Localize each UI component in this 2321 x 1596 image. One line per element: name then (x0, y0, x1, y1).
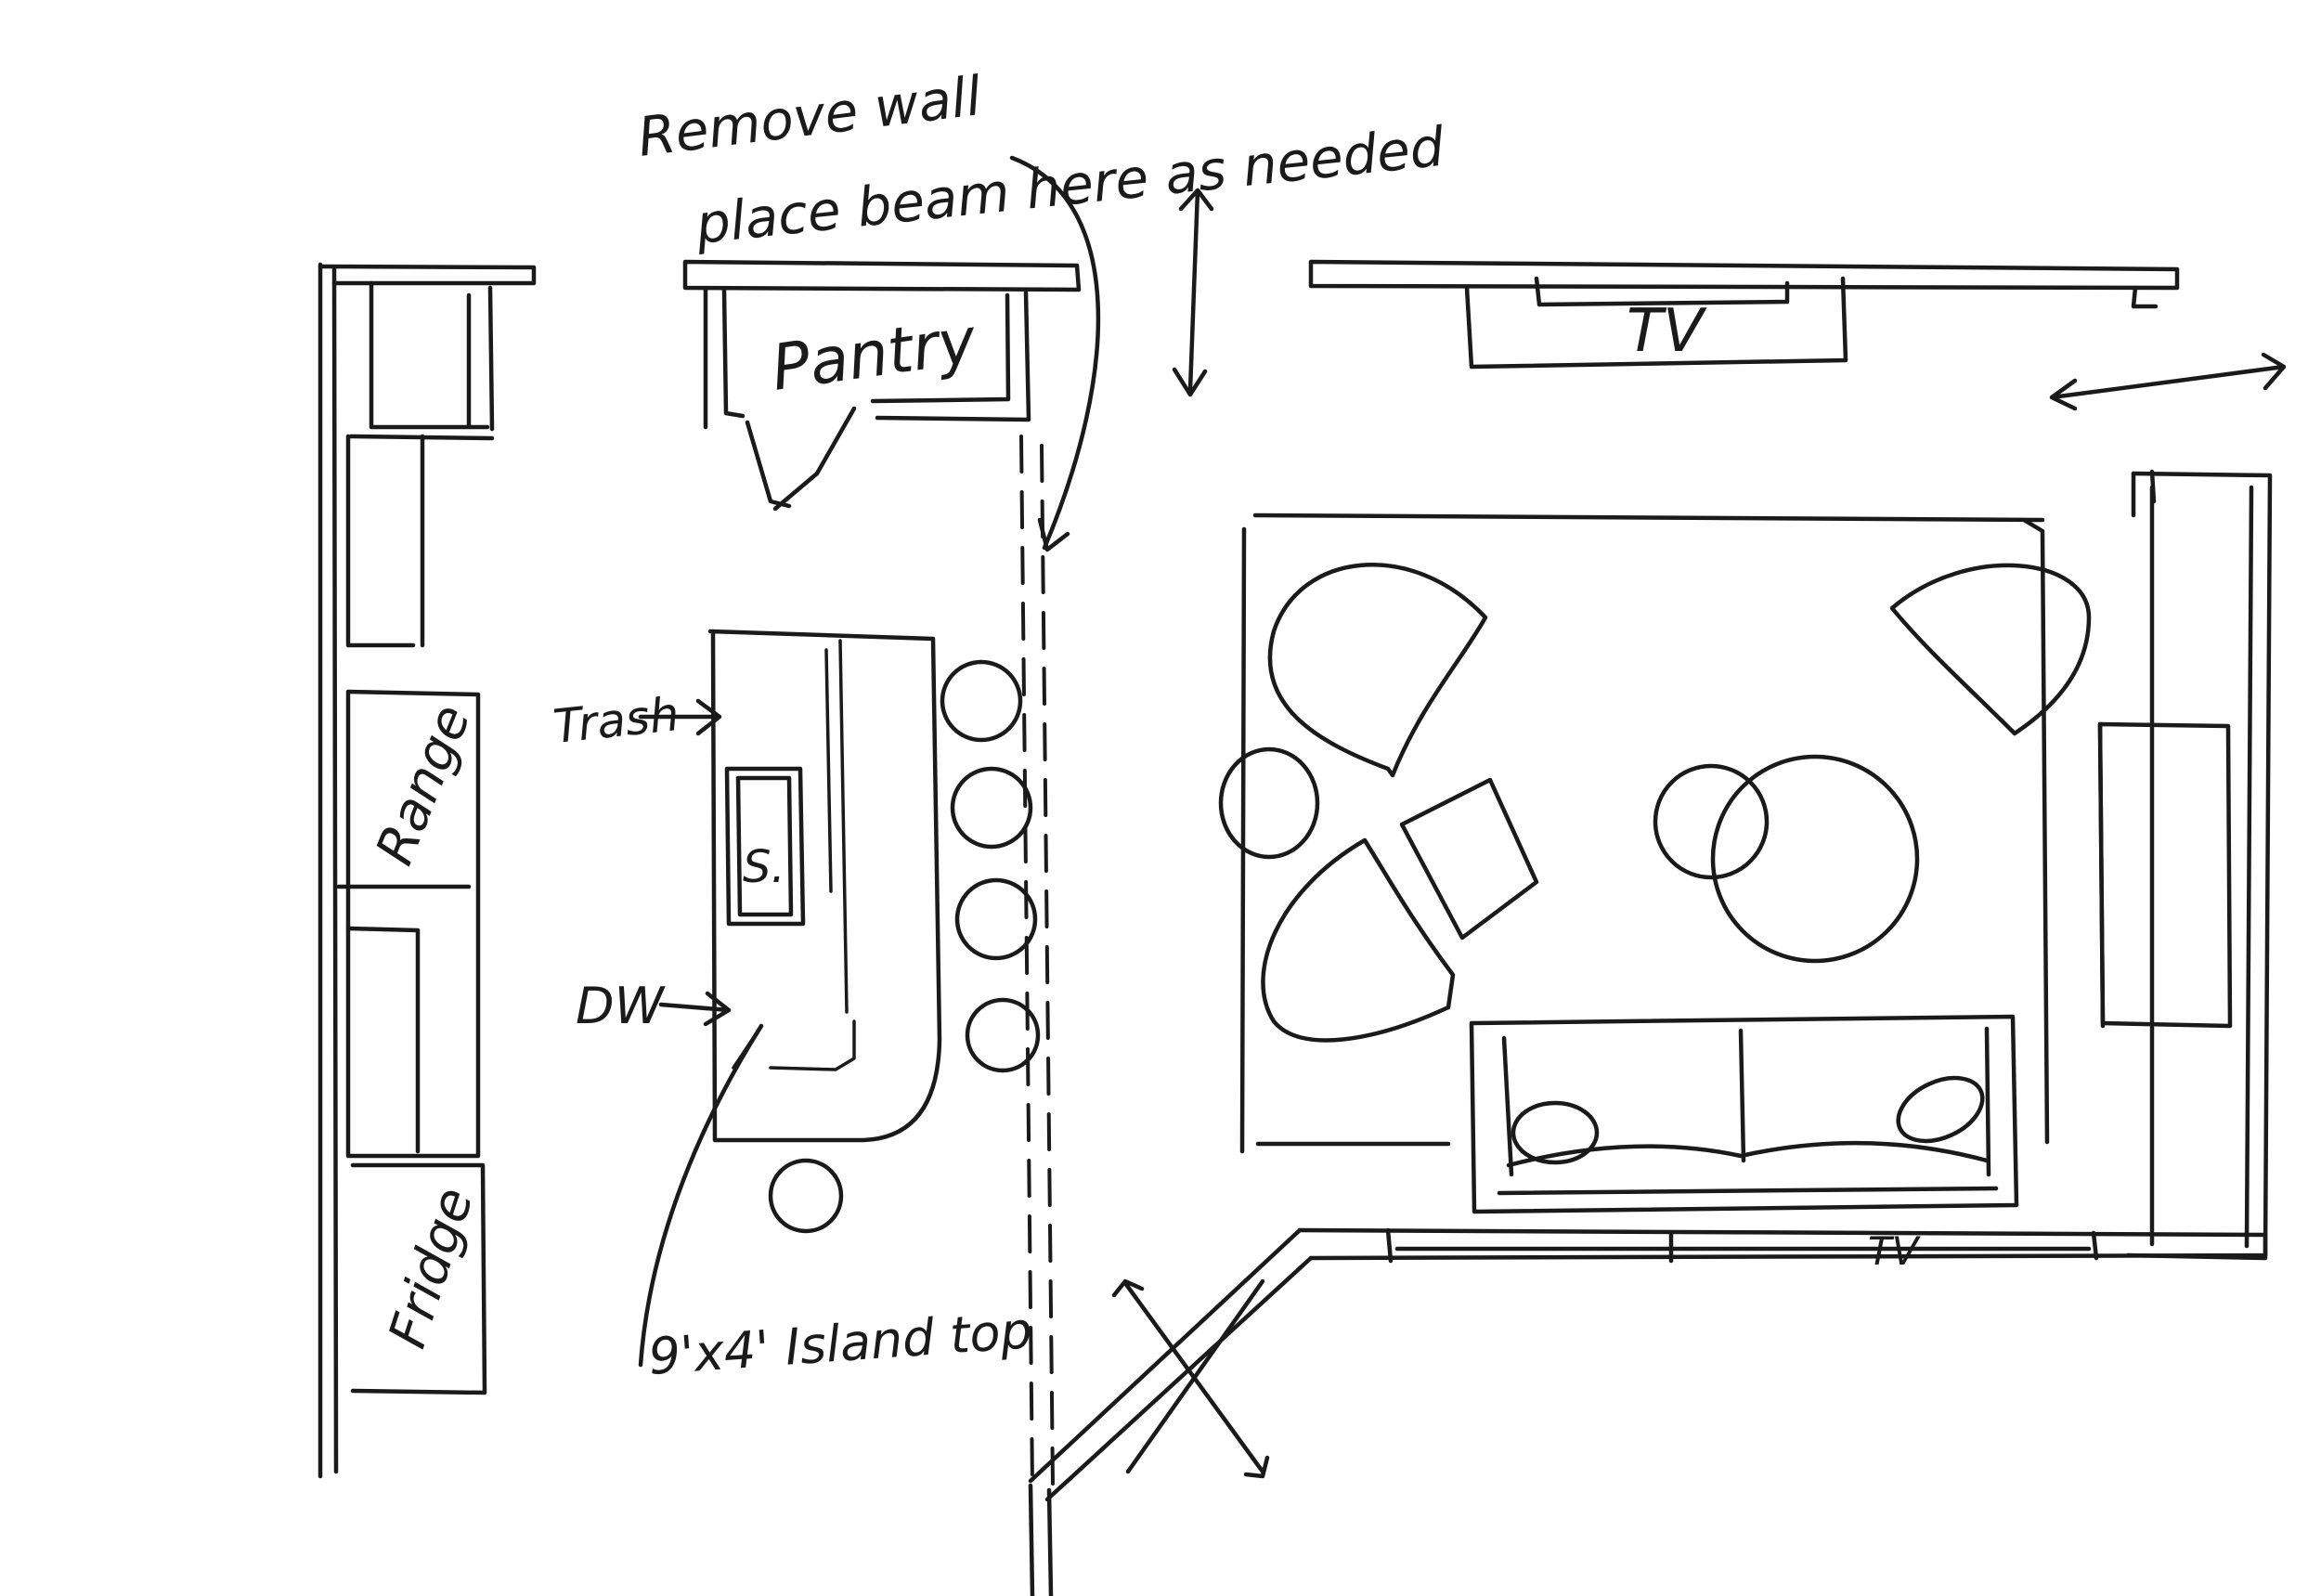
coffee-table-large (1710, 754, 1920, 964)
bar-stool (940, 659, 1023, 743)
living-top-wall (1308, 259, 2180, 309)
tv-console-right (2097, 721, 2233, 1029)
pantry (682, 259, 1082, 512)
bar-stool (768, 1158, 844, 1234)
bar-stool (954, 877, 1038, 961)
trash-label: Trash (551, 687, 681, 754)
lounge-chair-top-left (1267, 563, 1488, 778)
bar-stool (950, 766, 1033, 850)
living-bottom-wall (1297, 1227, 2268, 1264)
sink-label: S. (743, 841, 785, 893)
dw-label: DW (576, 977, 667, 1035)
trash-arrow (638, 698, 722, 736)
pantry-label: Pantry (767, 305, 980, 406)
side-table-square (1399, 777, 1539, 941)
sink (724, 766, 806, 927)
tv-bottom-label: TV (1868, 1228, 1922, 1274)
horizontal-dimension-arrow (2049, 352, 2287, 411)
fridge-label: Fridge (377, 1181, 485, 1356)
lounge-chair-bottom-left (1261, 837, 1456, 1043)
upper-cabinet-run (345, 280, 495, 648)
island-top-note: 9'x4' Island top (647, 1301, 1034, 1386)
door-swing-cross (1111, 1278, 1270, 1479)
range-cabinet (336, 689, 481, 1159)
vertical-dimension-arrow (1172, 188, 1214, 397)
area-rug (1239, 513, 2050, 1154)
sofa (1469, 1014, 2019, 1214)
angled-wall (1028, 1227, 1314, 1502)
wall-stub-bottom (1028, 1483, 1054, 1596)
dw-arrow (658, 991, 732, 1027)
tv-top-label: TV (1627, 297, 1707, 366)
bar-stools (768, 659, 1041, 1234)
fridge-cabinet (350, 1162, 487, 1395)
kitchen-left-wall (318, 262, 537, 1479)
tv-console-top (1464, 276, 1848, 370)
coffee-table-small (1653, 763, 1770, 880)
lounge-chair-top-right (1889, 563, 2092, 736)
remove-wall-note: Remove wall (634, 64, 984, 169)
removed-wall-dashed (1019, 435, 1055, 1487)
living-right-wall (2125, 469, 2273, 1261)
island-leader-line (638, 1023, 764, 1368)
range-label: Range (365, 696, 483, 873)
ottoman (1218, 746, 1320, 860)
bar-stool (965, 997, 1041, 1073)
